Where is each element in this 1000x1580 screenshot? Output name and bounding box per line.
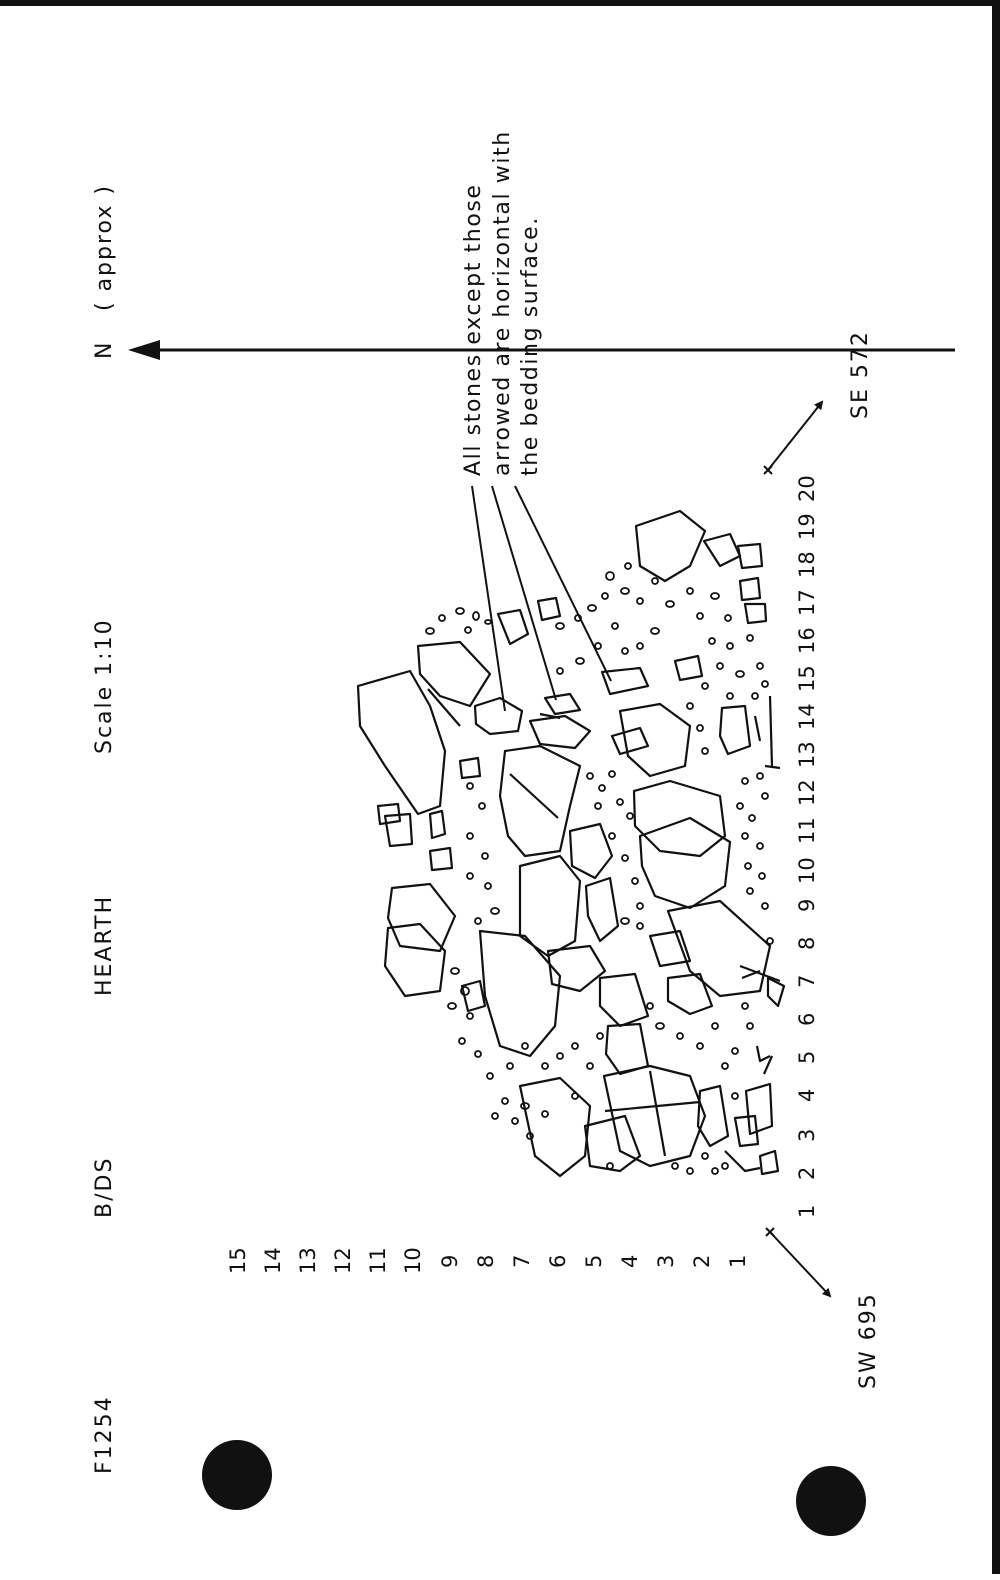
leader-lines [471,485,612,712]
punch-hole-icon [202,1440,272,1510]
se-corner-marker [763,400,824,475]
punch-hole-icon [796,1466,866,1536]
hearth-stones [356,509,786,1178]
sw-corner-marker [765,1227,832,1298]
north-arrow [128,340,955,360]
pebbles [425,562,774,1175]
hearth-plan-drawing [128,340,955,1536]
